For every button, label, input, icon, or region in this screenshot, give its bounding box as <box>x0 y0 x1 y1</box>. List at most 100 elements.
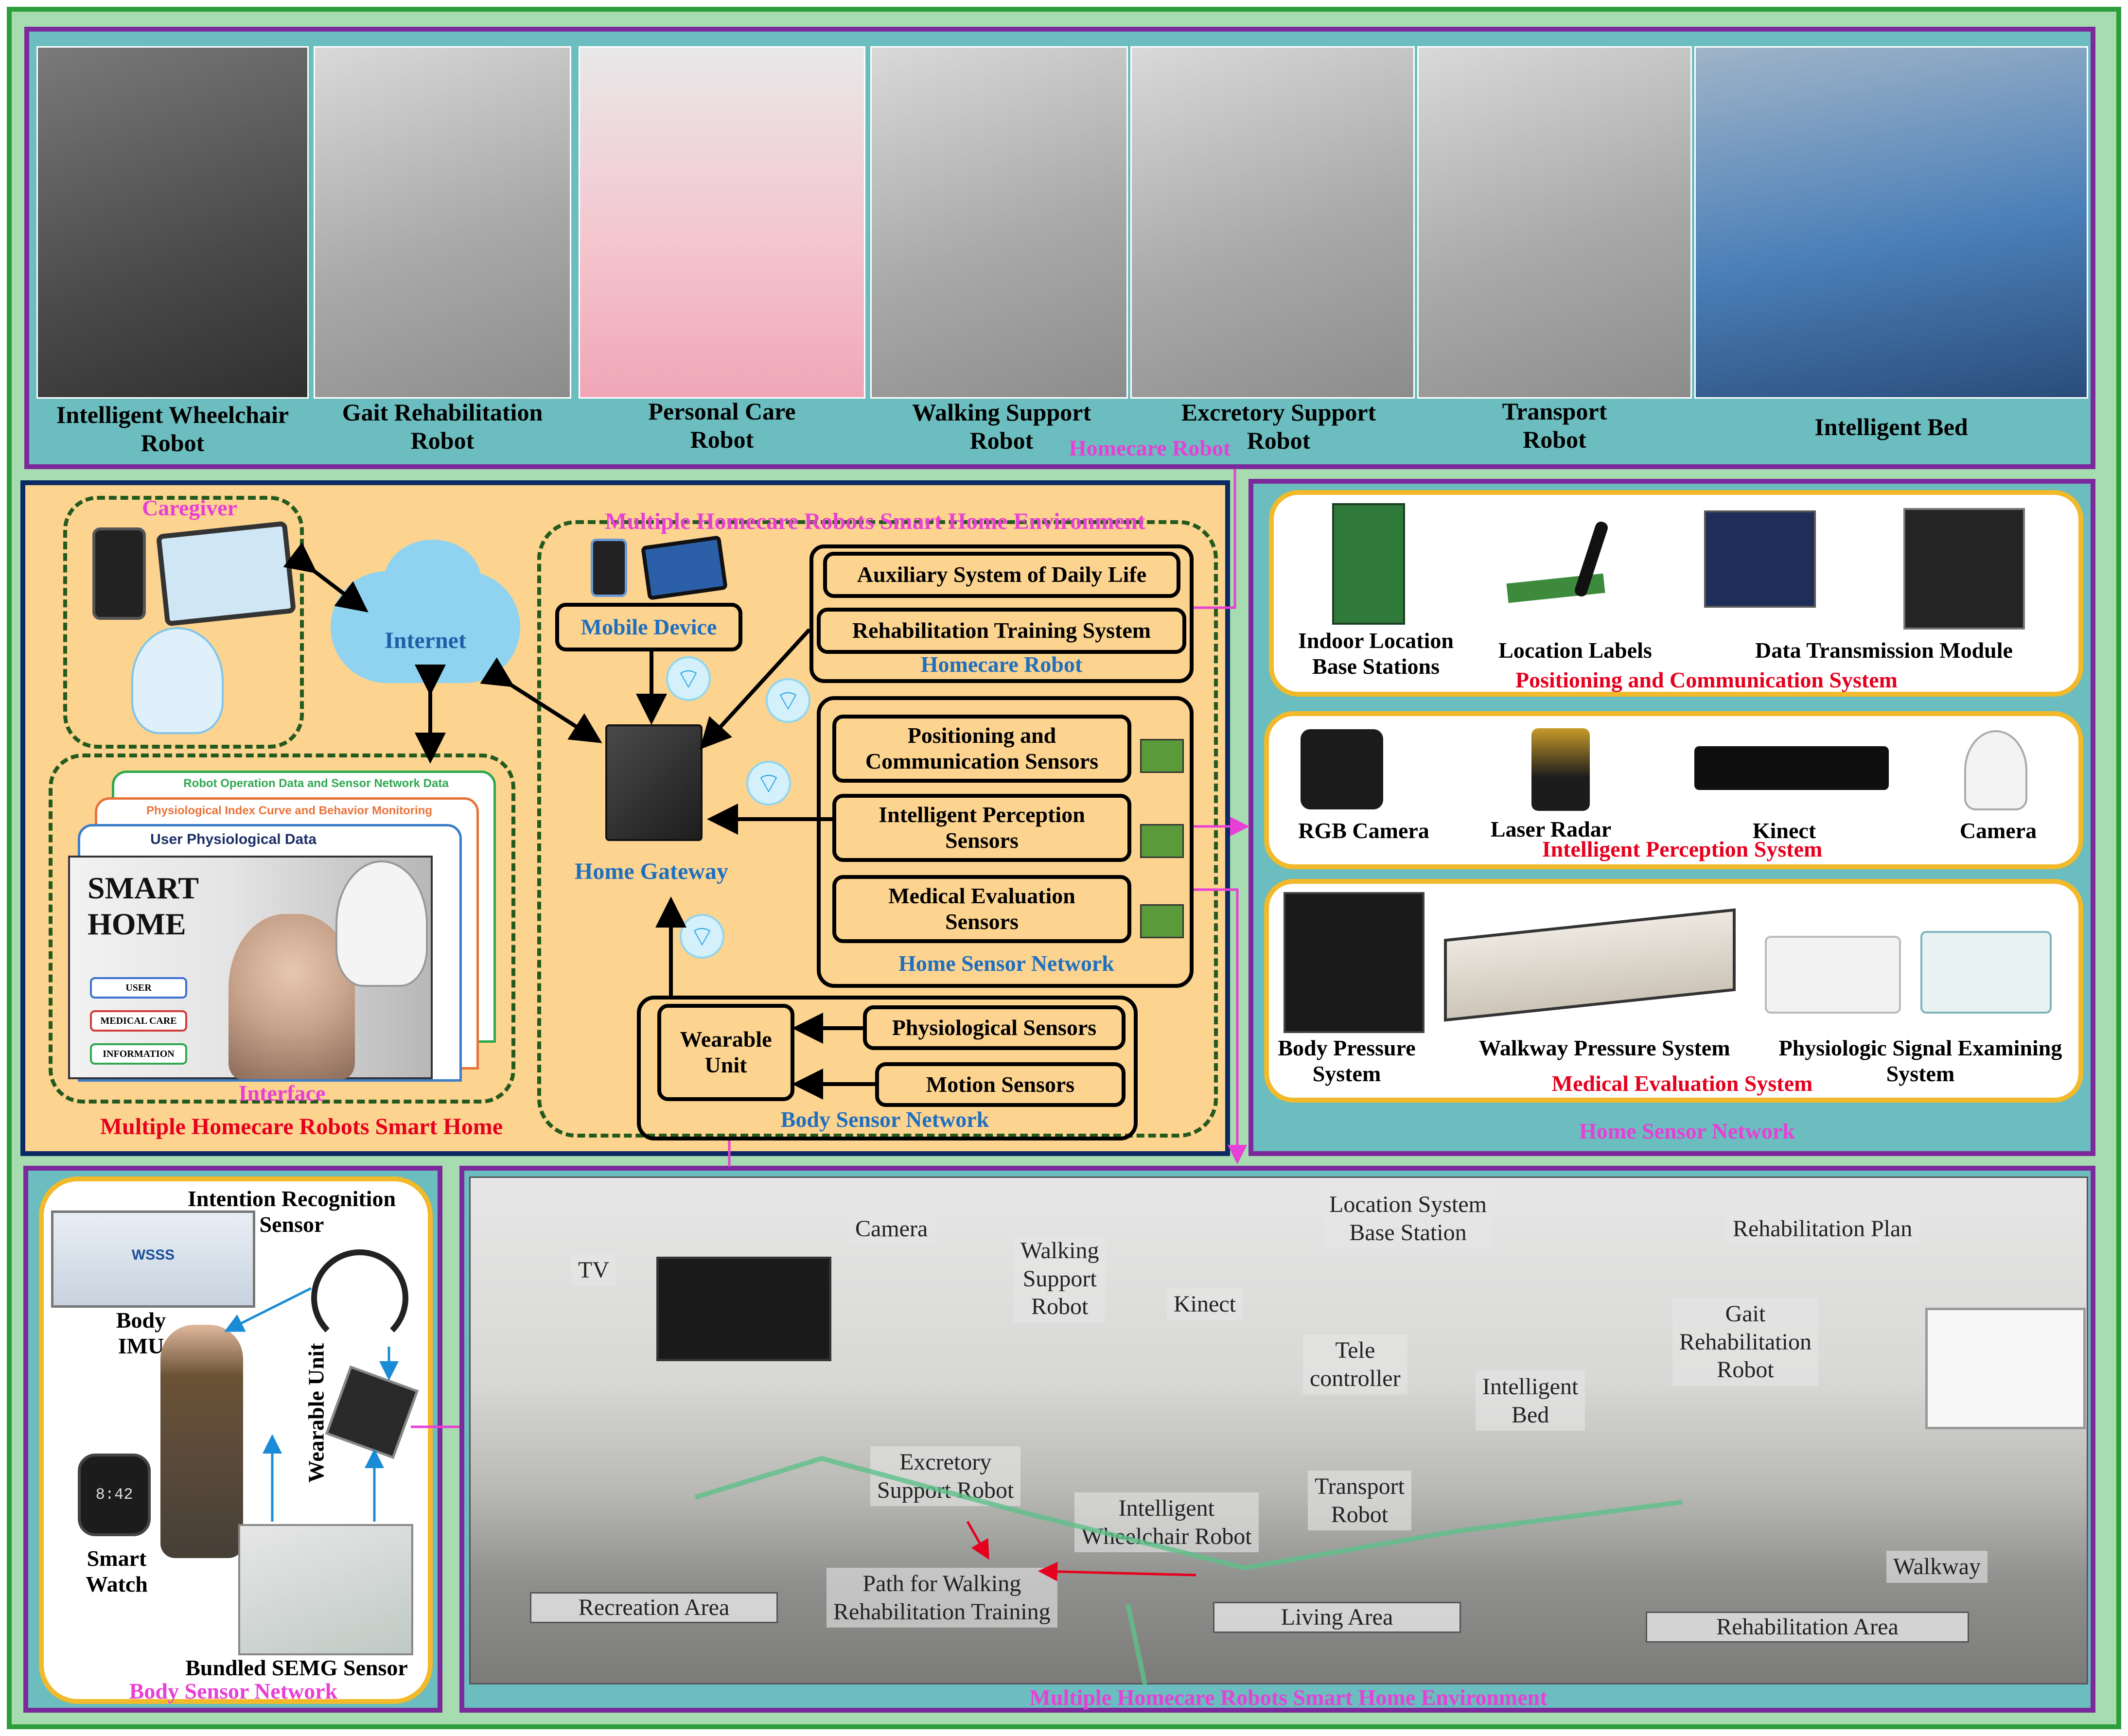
intention-sensor-label: Intention Recognition Sensor <box>187 1186 396 1237</box>
interface-tab3-label: User Physiological Data <box>150 831 317 847</box>
link-sensor-to-env <box>1194 888 1247 1164</box>
data-module-image-2 <box>1903 508 2025 630</box>
motion-sensors-box: Motion Sensors <box>875 1062 1126 1107</box>
photo-intelligent-wheelchair <box>36 46 309 399</box>
wifi-icon-3: ⌔ <box>746 761 791 806</box>
label-transport: Transport Robot <box>1308 1471 1411 1531</box>
smart-watch-label: Smart Watch <box>86 1546 148 1596</box>
arrow-wheelchair-path <box>1038 1561 1196 1581</box>
arrow-robot-gateway <box>700 628 811 750</box>
interface-medical-care-button[interactable]: MEDICAL CARE <box>90 1010 187 1032</box>
caption-walking-support: Walking Support Robot <box>912 399 1091 454</box>
caption-excretory-support: Excretory Support Robot <box>1181 399 1376 454</box>
home-sensor-network-group <box>817 696 1194 988</box>
caption-personal-care: Personal Care Robot <box>648 398 796 453</box>
base-station-image <box>1332 503 1405 625</box>
perception-system-box <box>1264 711 2083 869</box>
body-pressure-image <box>1284 892 1425 1033</box>
rehabilitation-system-box: Rehabilitation Training System <box>817 608 1186 654</box>
home-gateway-icon <box>605 724 703 841</box>
internet-label: Internet <box>385 628 466 653</box>
label-living-area: Living Area <box>1213 1602 1461 1633</box>
interface-information-button[interactable]: INFORMATION <box>90 1043 187 1065</box>
label-path-walking: Path for Walking Rehabilitation Training <box>827 1568 1057 1628</box>
walkway-path-line <box>694 1455 1683 1571</box>
homecare-robot-title: Homecare Robot <box>1069 436 1231 460</box>
environment-group <box>537 520 1218 1138</box>
positioning-system-title: Positioning and Communication System <box>1515 667 1898 692</box>
label-kinect: Kinect <box>1167 1288 1243 1320</box>
data-module-image-1 <box>1704 510 1816 608</box>
walkway-path-line-2 <box>1126 1603 1147 1685</box>
body-imu-label: Body IMU <box>116 1308 166 1358</box>
wifi-icon-2: ⌔ <box>766 678 810 723</box>
laser-radar-label: Laser Radar <box>1490 817 1612 842</box>
medical-sensors-box: Medical Evaluation Sensors <box>832 875 1131 943</box>
interface-user-button[interactable]: USER <box>90 977 187 999</box>
label-location-base: Location System Base Station <box>1322 1189 1494 1249</box>
label-walkway: Walkway <box>1886 1551 1988 1583</box>
body-sensor-network-group <box>637 996 1138 1140</box>
interface-headline: SMART HOME <box>88 871 198 941</box>
auxiliary-system-box: Auxiliary System of Daily Life <box>823 552 1180 598</box>
environment-panel-title: Multiple Homecare Robots Smart Home Envi… <box>1029 1685 1548 1710</box>
walkway-pressure-label: Walkway Pressure System <box>1478 1035 1730 1060</box>
link-robot-panel <box>1194 469 1236 609</box>
nurse-icon <box>131 627 224 734</box>
wifi-icon-1: ⌔ <box>666 656 711 701</box>
elderly-woman-image <box>229 914 355 1079</box>
photo-walking-support <box>870 46 1128 399</box>
label-telecontroller: Tele controller <box>1303 1334 1407 1395</box>
home-gateway-label: Home Gateway <box>575 859 728 884</box>
label-recreation-area: Recreation Area <box>530 1592 778 1623</box>
arrow-internet-gateway <box>480 657 602 743</box>
caregiver-label: Caregiver <box>142 495 237 520</box>
indoor-location-label: Indoor Location Base Stations <box>1298 628 1454 679</box>
imu-box-image <box>51 1210 255 1308</box>
interface-tab1-label: Robot Operation Data and Sensor Network … <box>183 777 449 790</box>
tv-screen-image <box>656 1257 831 1361</box>
physiological-sensors-box: Physiological Sensors <box>863 1005 1126 1050</box>
caption-intelligent-wheelchair: Intelligent Wheelchair Robot <box>56 401 289 456</box>
arrow-imu-to-body <box>224 1287 312 1332</box>
caption-intelligent-bed: Intelligent Bed <box>1814 413 1968 440</box>
photo-personal-care <box>579 46 865 399</box>
label-gait-rehabilitation: Gait Rehabilitation Robot <box>1672 1298 1818 1386</box>
photo-transport <box>1417 46 1692 399</box>
signal-examiner-image-1 <box>1765 936 1901 1014</box>
perception-system-title: Intelligent Perception System <box>1542 837 1823 861</box>
semg-sensor-label: Bundled SEMG Sensor <box>185 1655 408 1680</box>
wearable-unit-box: Wearable Unit <box>657 1004 794 1101</box>
location-labels-label: Location Labels <box>1498 638 1652 663</box>
semg-sensor-image <box>238 1524 413 1655</box>
photo-intelligent-bed <box>1694 46 2088 399</box>
caregiver-group <box>63 496 304 749</box>
medical-system-title: Medical Evaluation System <box>1551 1071 1813 1096</box>
arrow-caregiver-internet <box>283 542 369 613</box>
rgb-camera-image <box>1301 729 1383 809</box>
label-rehabilitation-plan: Rehabilitation Plan <box>1726 1213 1919 1245</box>
interface-tab2-label: Physiological Index Curve and Behavior M… <box>146 804 433 817</box>
data-transmission-label: Data Transmission Module <box>1755 638 2013 663</box>
caption-transport: Transport Robot <box>1502 398 1607 453</box>
perception-sensors-box: Intelligent Perception Sensors <box>832 794 1131 862</box>
rgb-camera-label: RGB Camera <box>1298 818 1429 843</box>
imu-box-text: WSSS <box>131 1247 175 1263</box>
camera-label: Camera <box>1959 818 2037 843</box>
signal-examiner-label: Physiologic Signal Examining System <box>1778 1035 2062 1086</box>
environment-title: Multiple Homecare Robots Smart Home Envi… <box>605 509 1145 534</box>
body-pressure-label: Body Pressure System <box>1278 1035 1416 1086</box>
internet-cloud-top <box>384 540 481 622</box>
wifi-icon-4: ⌔ <box>680 914 724 959</box>
label-intelligent-bed: Intelligent Bed <box>1476 1371 1585 1431</box>
arrow-excretory-path <box>966 1521 989 1560</box>
kinect-image <box>1694 746 1889 790</box>
smart-watch-image: 8:42 <box>78 1454 151 1536</box>
homecare-robot-group-label: Homecare Robot <box>920 652 1083 677</box>
positioning-sensors-box: Positioning and Communication Sensors <box>832 715 1131 783</box>
body-sensor-network-label: Body Sensor Network <box>780 1107 989 1132</box>
robot-head-image <box>335 860 428 987</box>
label-camera: Camera <box>848 1213 935 1245</box>
whiteboard-image <box>1925 1308 2086 1429</box>
